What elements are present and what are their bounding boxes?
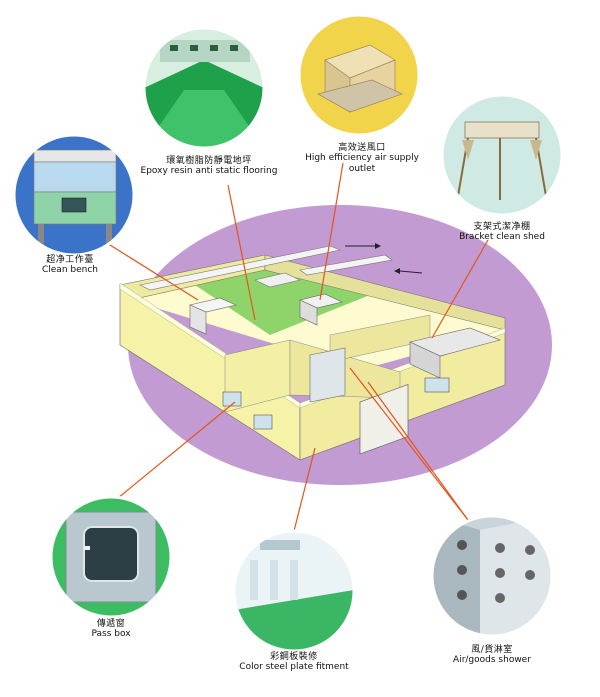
airflow-arrowhead-2 — [394, 268, 400, 274]
photo-steel-plate — [234, 531, 354, 651]
label-passbox-cn: 傳遞窗 — [96, 619, 126, 629]
label-steel-en: Color steel plate fitment — [239, 662, 349, 673]
leader-bracket — [431, 239, 489, 339]
label-hepa-cn: 高效送風口 — [338, 143, 386, 153]
leader-lines — [101, 162, 489, 532]
photo-hepa-outlet — [299, 15, 419, 135]
leader-shower-1 — [349, 367, 469, 521]
hepa-floor-front — [299, 299, 318, 326]
label-epoxy: 環氧樹脂防靜電地坪 Epoxy resin anti static floori… — [138, 156, 280, 177]
window-left-2 — [253, 414, 273, 430]
window-left-1 — [222, 391, 242, 407]
label-shower-cn: 風/貨淋室 — [471, 645, 513, 655]
photo-air-shower — [432, 516, 552, 636]
label-bracket: 支架式潔净棚 Bracket clean shed — [452, 222, 552, 243]
air-duct-1 — [139, 245, 342, 291]
photo-clean-bench — [14, 135, 134, 255]
cleanroom-building — [119, 243, 506, 461]
label-bench-en: Clean bench — [41, 265, 98, 276]
label-steel: 彩鋼板裝修 Color steel plate fitment — [232, 652, 356, 673]
label-steel-cn: 彩鋼板裝修 — [270, 652, 318, 662]
leader-bench — [101, 239, 199, 301]
label-hepa-en: High efficiency air supply outlet — [305, 153, 419, 174]
label-epoxy-en: Epoxy resin anti static flooring — [140, 166, 278, 177]
clean-bench-front — [189, 304, 207, 335]
label-bracket-en: Bracket clean shed — [459, 232, 545, 243]
label-hepa: 高效送風口 High efficiency air supply outlet — [292, 143, 432, 174]
label-shower-en: Air/goods shower — [453, 655, 531, 666]
window-right — [424, 377, 450, 393]
label-passbox-en: Pass box — [91, 629, 131, 640]
leader-epoxy — [227, 184, 256, 321]
photo-bracket-shed — [442, 95, 562, 215]
airflow-arrowhead-1 — [375, 243, 381, 249]
photo-pass-box — [51, 497, 171, 617]
air-shower-unit — [309, 347, 346, 403]
label-shower: 風/貨淋室 Air/goods shower — [440, 645, 544, 666]
photo-epoxy-floor — [144, 28, 264, 148]
leader-shower-2 — [367, 381, 469, 521]
duct-unit — [254, 272, 301, 288]
leader-steel — [293, 447, 316, 532]
label-bench: 超净工作臺 Clean bench — [30, 255, 110, 276]
label-passbox: 傳遞窗 Pass box — [71, 619, 151, 640]
front-double-door — [359, 384, 409, 455]
air-duct-2 — [299, 254, 393, 276]
label-bench-cn: 超净工作臺 — [46, 255, 94, 265]
label-bracket-cn: 支架式潔净棚 — [473, 222, 531, 232]
airflow-arrow-2 — [399, 270, 423, 274]
leader-passbox — [117, 401, 236, 499]
leader-hepa — [319, 162, 344, 301]
label-epoxy-cn: 環氧樹脂防靜電地坪 — [166, 156, 252, 166]
